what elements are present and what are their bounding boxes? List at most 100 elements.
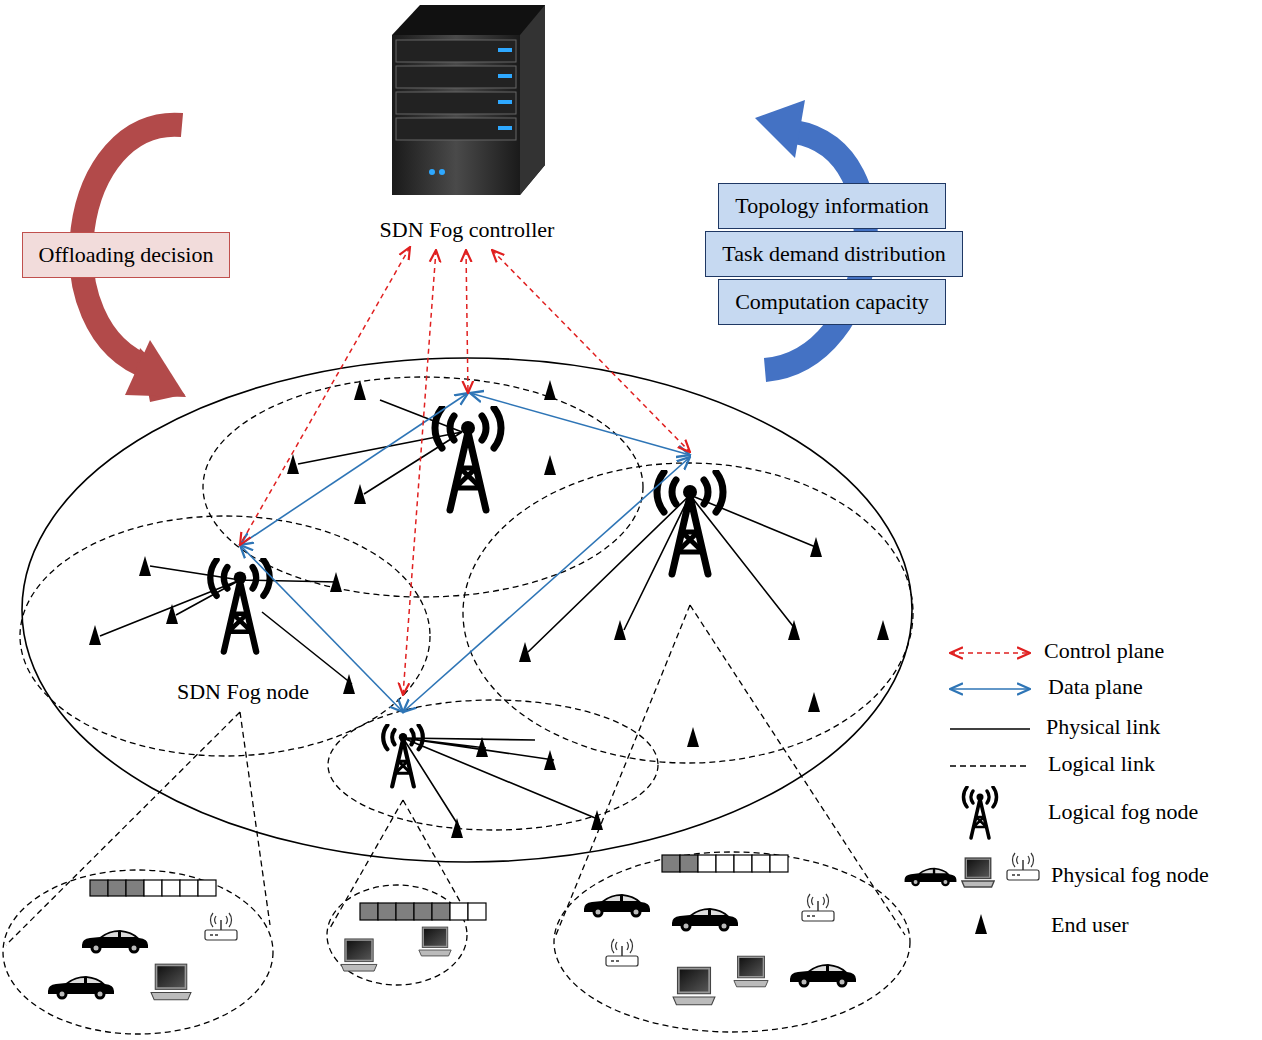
controller-node: SDN Fog controller: [337, 0, 597, 243]
legend-label: Control plane: [1044, 638, 1164, 664]
task-queue: [90, 880, 108, 896]
control-plane-link: [492, 250, 690, 452]
info-box: Computation capacity: [718, 279, 946, 325]
end-user: [89, 380, 889, 838]
legend-sample: [963, 787, 996, 838]
server-icon: [392, 5, 545, 195]
task-queue: [752, 855, 770, 872]
process-arrow: [125, 340, 186, 397]
server-icon: [520, 5, 545, 195]
task-queue: [716, 855, 734, 872]
task-queue: [414, 903, 432, 920]
server-icon: [396, 92, 516, 114]
task-queue: [396, 903, 414, 920]
physical-link: [403, 738, 600, 828]
end-user: [287, 454, 299, 474]
node-label: SDN Fog node: [175, 679, 311, 704]
legend-label: End user: [1051, 912, 1129, 938]
label-row: Computation capacity: [735, 289, 929, 315]
legend-sample: [905, 868, 957, 886]
label-row: Task demand distribution: [722, 241, 945, 267]
end-user: [354, 380, 366, 400]
process-box: Offloading decision: [22, 232, 231, 278]
server-icon: [396, 40, 516, 140]
task-queue: [360, 903, 486, 920]
task-queue: [680, 855, 698, 872]
data-plane-link: [403, 457, 690, 712]
server-icon: [498, 48, 512, 130]
fog-node: SDN Fog node: [155, 545, 331, 705]
logical-fog-node: [210, 560, 269, 652]
task-queue: [770, 855, 788, 872]
task-queue: [698, 855, 716, 872]
data-plane-link: [470, 393, 690, 455]
legend-sample: [950, 652, 1030, 654]
control-connector: [240, 247, 410, 545]
server-icon: [392, 5, 545, 195]
end-user: [591, 810, 603, 830]
task-queue: [450, 903, 468, 920]
end-user: [810, 537, 822, 557]
legend-sample: [950, 765, 1030, 767]
legend-label: Data plane: [1048, 674, 1143, 700]
physical-fog-node: [672, 908, 738, 932]
task-queue: [662, 855, 680, 872]
node-label: Computation capacity: [735, 289, 929, 314]
physical-link: [100, 400, 818, 828]
legend-sample: [905, 653, 1039, 934]
server-icon: [396, 66, 516, 88]
task-queue: [144, 880, 162, 896]
physical-fog-node: [341, 939, 377, 971]
legend-sample: [962, 858, 994, 887]
end-user: [877, 620, 889, 640]
task-queue: [126, 880, 144, 896]
control-plane-link: [403, 250, 690, 695]
process-arrow: [755, 100, 805, 158]
network-region: [463, 463, 913, 763]
task-queue: [108, 880, 126, 896]
end-user: [544, 380, 556, 400]
task-queue: [90, 880, 216, 896]
physical-fog-node: [673, 967, 715, 1004]
server-icon: [498, 74, 512, 78]
physical-fog-node: [419, 927, 451, 956]
end-user: [166, 604, 178, 624]
end-user: [330, 572, 342, 592]
end-user: [788, 620, 800, 640]
server-icon: [396, 40, 516, 62]
legend-label: Physical link: [1046, 714, 1160, 740]
label-row: SDN Fog controller: [337, 217, 597, 243]
network-region: [3, 358, 913, 1034]
node-label: Task demand distribution: [722, 241, 945, 266]
end-user: [519, 642, 531, 662]
server-icon: [396, 118, 516, 140]
physical-fog-node: [584, 894, 650, 918]
end-user: [451, 818, 463, 838]
physical-fog-node: [802, 894, 834, 921]
end-user: [544, 750, 556, 770]
legend-sample: [975, 914, 987, 934]
data-plane-link: [240, 393, 468, 545]
label-row: Topology information: [735, 193, 928, 219]
task-queue: [360, 903, 378, 920]
network-region: [20, 516, 430, 756]
legend-sample: [1007, 853, 1039, 880]
physical-fog-node: [734, 956, 768, 987]
network-region: [554, 852, 910, 1032]
end-user: [808, 692, 820, 712]
node-label: Offloading decision: [39, 242, 214, 267]
task-queue: [198, 880, 216, 896]
physical-fog-node: [790, 964, 856, 988]
node-label: Topology information: [735, 193, 928, 218]
physical-fog-node: [82, 930, 148, 954]
logical-fog-node: [210, 408, 723, 786]
logical-fog-node: [657, 472, 723, 574]
network-region: [328, 700, 658, 830]
server-icon: [498, 126, 512, 130]
node-label: SDN Fog controller: [378, 217, 557, 242]
physical-fog-node: [205, 913, 237, 940]
server-icon: [498, 48, 512, 52]
task-queue: [378, 903, 396, 920]
end-user: [343, 674, 355, 694]
task-queue: [468, 903, 486, 920]
